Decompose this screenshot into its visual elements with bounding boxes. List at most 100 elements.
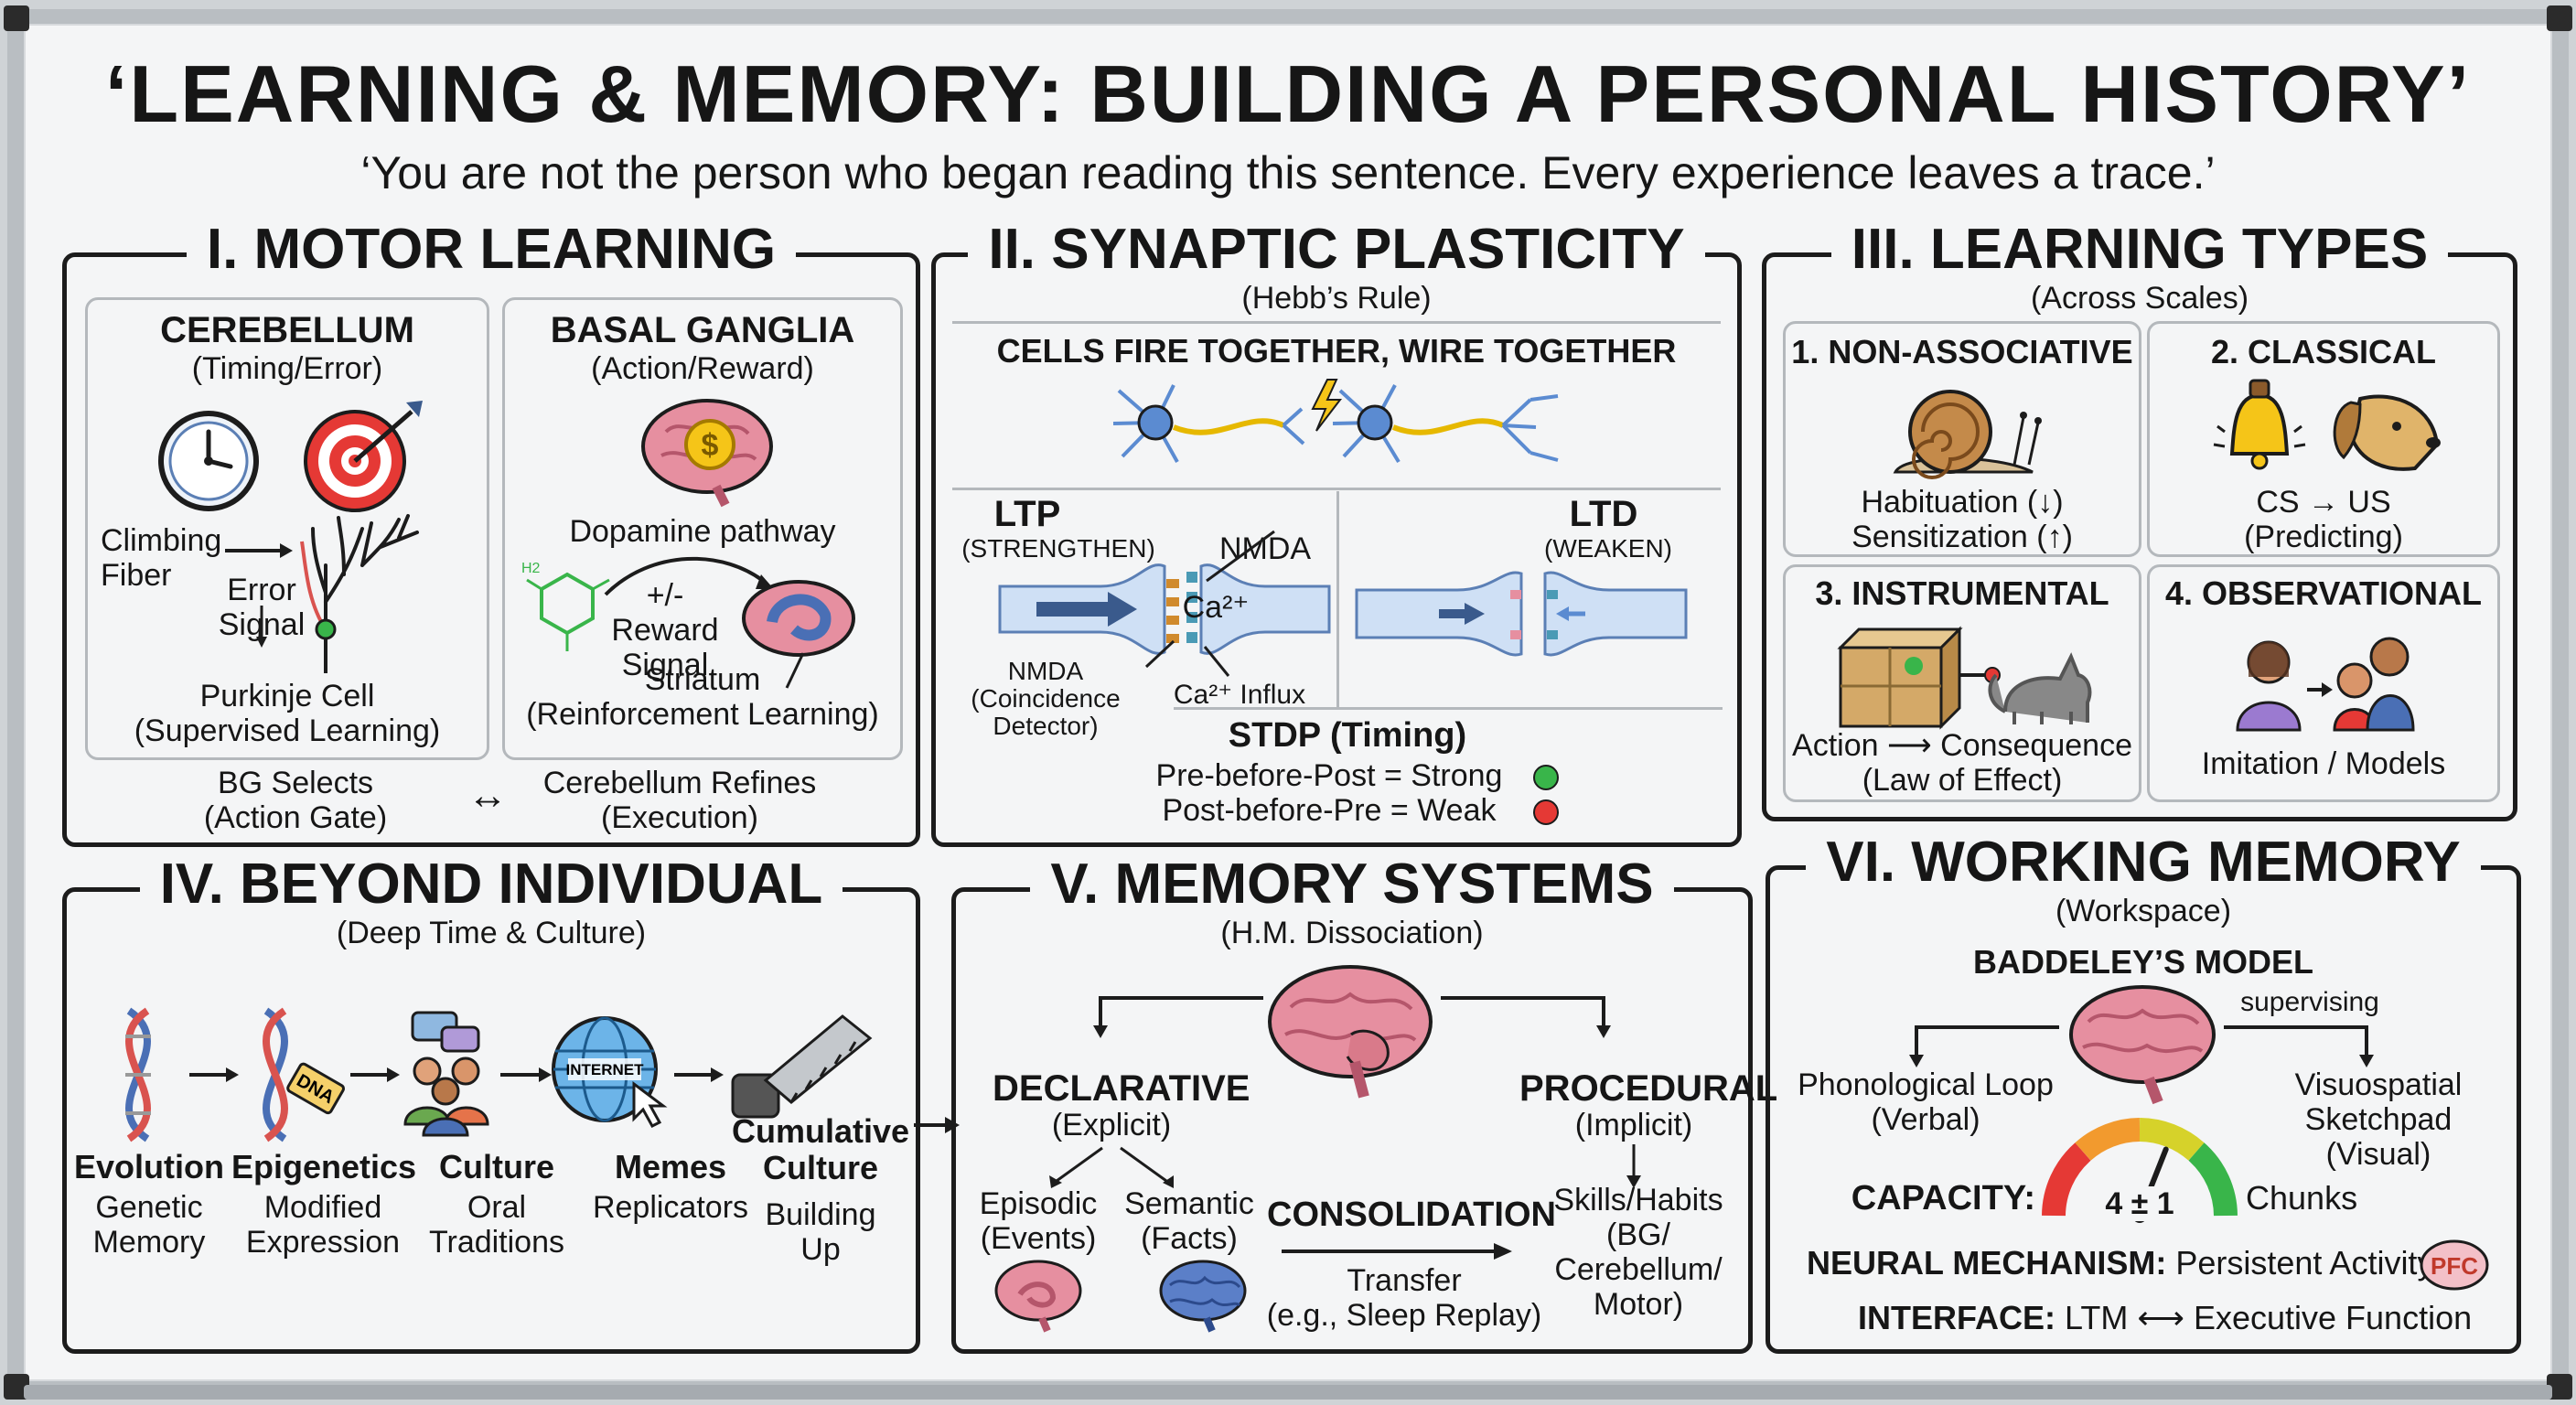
classical-text: CS → US(Predicting) [2244, 485, 2403, 554]
memes-heading: Memes [614, 1148, 727, 1185]
semantic-label: Semantic(Facts) [1124, 1186, 1254, 1256]
target-icon [304, 401, 423, 512]
transfer-arrow [1282, 1243, 1512, 1260]
interface-label: INTERFACE: [1858, 1299, 2055, 1336]
motor-learning-panel: I. MOTOR LEARNING CEREBELLUM (Timing/Err… [62, 218, 920, 847]
ltp-synapse-icon [998, 530, 1331, 677]
firing-neurons-icon [1112, 379, 1559, 464]
pre-post-label: Pre-before-Post = Strong [1155, 758, 1503, 793]
capacity-label: CAPACITY: [1851, 1179, 2035, 1217]
memes-text: Replicators [592, 1190, 749, 1225]
procedural-down-arrow [1626, 1144, 1641, 1188]
svg-text:$: $ [702, 428, 719, 463]
phonological-branch-arrow [1909, 1025, 2059, 1067]
beyond-individual-panel: IV. BEYOND INDIVIDUAL (Deep Time & Cultu… [62, 853, 960, 1354]
ltp-label: LTP [993, 494, 1061, 534]
striatum-label: Striatum(Reinforcement Learning) [526, 662, 879, 732]
frame-corner [4, 5, 29, 31]
declarative-sub: (Explicit) [1051, 1108, 1172, 1142]
evolution-chain-icons: DNA INTERNET [125, 1007, 873, 1142]
panel-sub: (H.M. Dissociation) [1220, 916, 1484, 950]
page-title: ‘LEARNING & MEMORY: BUILDING A PERSONAL … [104, 48, 2472, 139]
working-memory-panel: VI. WORKING MEMORY (Workspace) BADDELEY’… [1766, 831, 2521, 1354]
basal-ganglia-heading: BASAL GANGLIA [550, 310, 855, 350]
skills-label: Skills/Habits(BG/Cerebellum/Motor) [1553, 1183, 1723, 1322]
ltd-synapse-icon [1355, 571, 1688, 657]
instrumental-box: 3. INSTRUMENTAL Action ⟶ Consequence(Law… [1783, 564, 2141, 802]
imitation-icon [2236, 637, 2415, 732]
culture-people-icon [403, 1011, 489, 1137]
transfer-label: Transfer(e.g., Sleep Replay) [1266, 1263, 1542, 1333]
episodic-brain-icon [994, 1260, 1082, 1333]
declarative-heading: DECLARATIVE [993, 1068, 1250, 1109]
instrumental-text: Action ⟶ Consequence(Law of Effect) [1792, 728, 2132, 798]
panel-sub: (Across Scales) [2030, 281, 2249, 316]
frame-corner [2547, 5, 2572, 31]
procedural-heading: PROCEDURAL [1519, 1068, 1778, 1109]
semantic-brain-icon [1159, 1260, 1247, 1333]
panel-sub: (Deep Time & Culture) [336, 916, 647, 950]
dog-icon [2333, 394, 2441, 471]
non-associative-box: 1. NON-ASSOCIATIVE Habituation (↓)Sensit… [1783, 321, 2141, 557]
ltd-sub: (WEAKEN) [1544, 534, 1672, 563]
post-pre-label: Post-before-Pre = Weak [1162, 793, 1497, 828]
marker-tray [24, 1385, 2552, 1400]
dopamine-pathway-label: Dopamine pathway [569, 514, 836, 549]
culture-heading: Culture [439, 1148, 554, 1185]
tool-saw-icon [731, 1014, 873, 1119]
basal-ganglia-box: BASAL GANGLIA (Action/Reward) $ Dopamine… [502, 297, 903, 760]
panel-sub: (Workspace) [2055, 894, 2232, 928]
molecule-label: H2 [521, 561, 541, 576]
clock-icon [158, 411, 259, 511]
striatum-brain-icon [742, 580, 855, 689]
cerebellum-sub: (Timing/Error) [191, 351, 383, 386]
synaptic-plasticity-panel: II. SYNAPTIC PLASTICITY (Hebb’s Rule) CE… [931, 218, 1742, 847]
cerebellum-refines-label: Cerebellum Refines(Execution) [542, 766, 817, 835]
brain-icon [1268, 965, 1433, 1099]
classical-heading: 2. CLASSICAL [2210, 333, 2437, 370]
purkinje-cell-icon [225, 514, 419, 673]
visuospatial-branch-arrow [2224, 1025, 2374, 1067]
reward-brain-icon: $ [641, 399, 773, 508]
memory-systems-panel: V. MEMORY SYSTEMS (H.M. Dissociation) DE… [951, 853, 1778, 1354]
instrumental-heading: 3. INSTRUMENTAL [1815, 574, 2109, 612]
non-associative-heading: 1. NON-ASSOCIATIVE [1791, 333, 2133, 370]
snail-icon [1893, 390, 2042, 479]
calcium-influx-label: Ca²⁺ Influx [1173, 680, 1306, 710]
interface-row: INTERFACE: LTM ⟷ Executive Function [1858, 1300, 2498, 1336]
learning-types-panel: III. LEARNING TYPES (Across Scales) 1. N… [1762, 218, 2517, 821]
hebb-rule: CELLS FIRE TOGETHER, WIRE TOGETHER [996, 332, 1677, 370]
purkinje-label: Purkinje Cell(Supervised Learning) [134, 679, 441, 748]
capacity-value: 4 ± 1 [2085, 1186, 2195, 1221]
neural-mechanism-label: NEURAL MECHANISM: [1807, 1244, 2167, 1282]
consolidation-heading: CONSOLIDATION [1267, 1196, 1556, 1234]
non-associative-text: Habituation (↓)Sensitization (↑) [1852, 485, 2073, 554]
pfc-brain-icon: PFC [2420, 1239, 2489, 1291]
observational-heading: 4. OBSERVATIONAL [2164, 574, 2483, 612]
model-heading: BADDELEY’S MODEL [1972, 943, 2314, 981]
episodic-label: Episodic(Events) [979, 1186, 1098, 1256]
interface-value: LTM ⟷ Executive Function [2065, 1299, 2473, 1336]
neural-mechanism-row: NEURAL MECHANISM: Persistent Activity [1807, 1245, 2447, 1282]
supervising-label: supervising [2240, 987, 2379, 1017]
brain-icon [2069, 985, 2216, 1105]
stdp-label: STDP (Timing) [1228, 716, 1467, 755]
declarative-split-arrows [1049, 1146, 1174, 1188]
panel-sub: (Hebb’s Rule) [1241, 281, 1432, 316]
evolution-heading: Evolution [74, 1148, 224, 1185]
cerebellum-heading: CEREBELLUM [160, 310, 414, 350]
observational-text: Imitation / Models [2201, 746, 2446, 781]
neural-mechanism-value: Persistent Activity [2175, 1244, 2434, 1282]
calcium-label: Ca²⁺ [1182, 590, 1250, 625]
dopamine-molecule-icon: H2 [521, 561, 610, 651]
basal-ganglia-sub: (Action/Reward) [591, 351, 814, 386]
internet-label: INTERNET [566, 1061, 645, 1078]
epigenetics-dna-icon: DNA [263, 1007, 346, 1142]
